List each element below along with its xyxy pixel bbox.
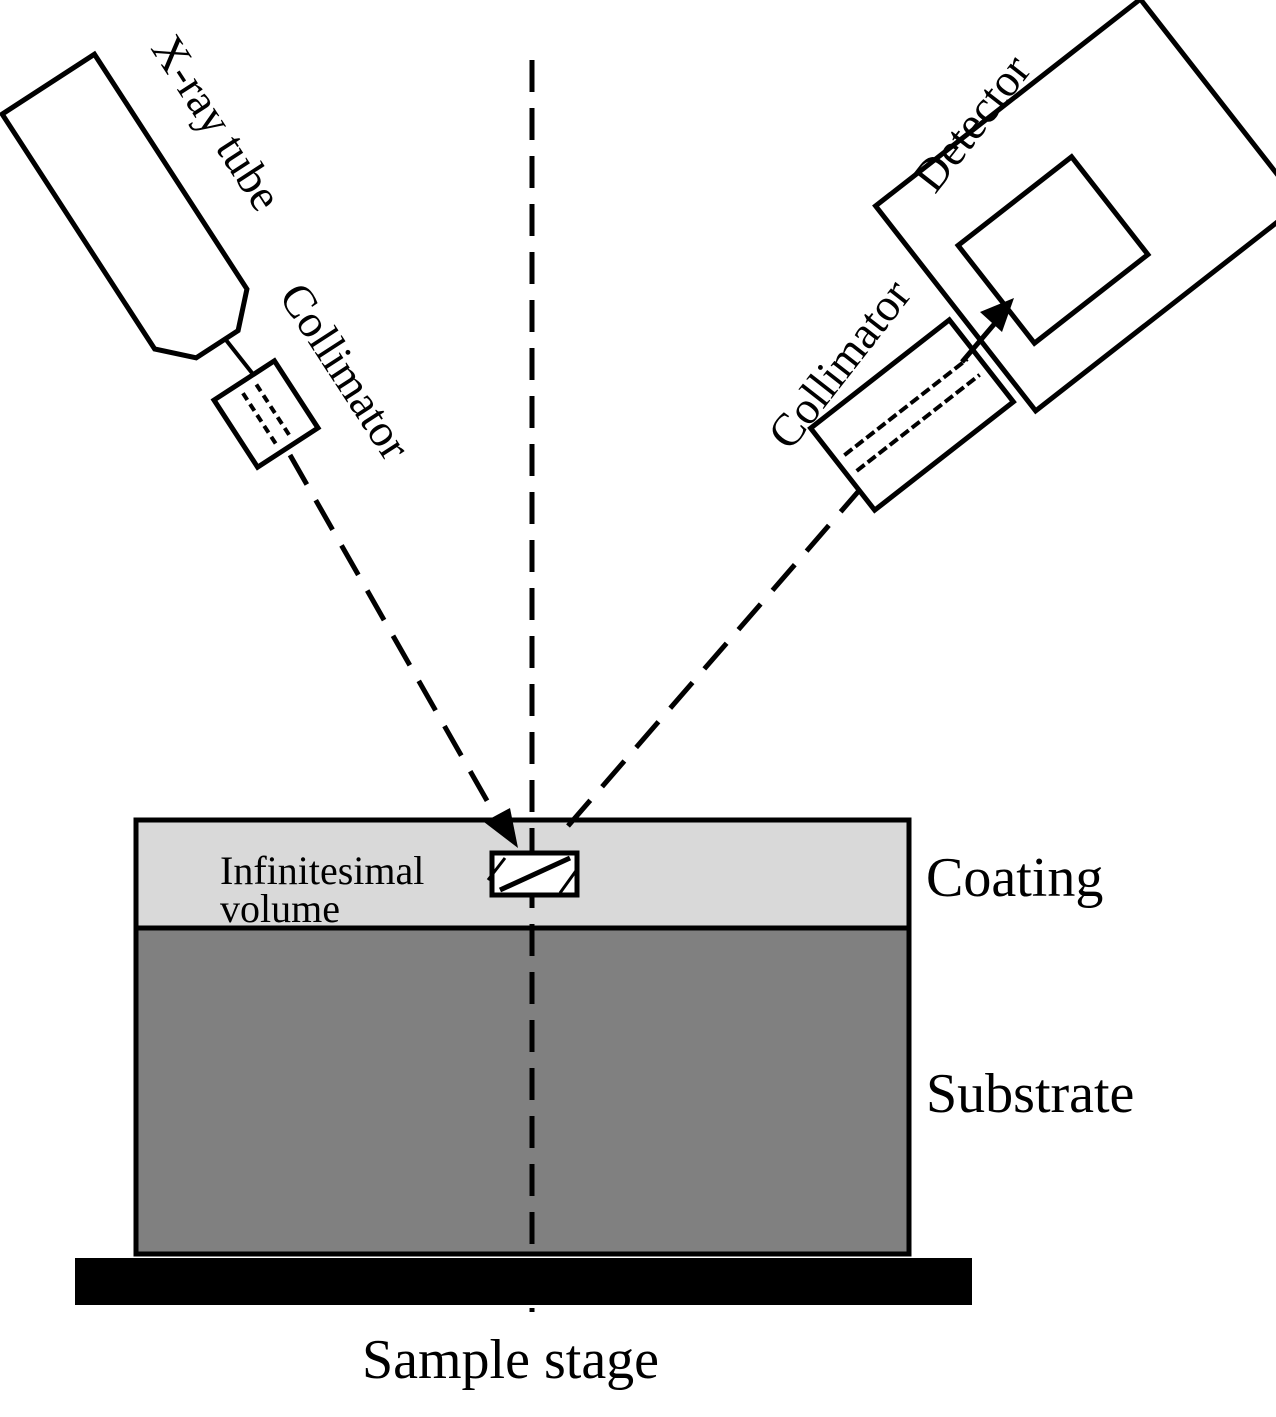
detector-collimator (807, 316, 1017, 514)
infinitesimal-volume-label-line1: Infinitesimal (220, 848, 424, 893)
detector-window (954, 153, 1152, 347)
incident-beam (287, 453, 501, 822)
detector-entry-arrow (960, 320, 998, 364)
xray-tube (0, 50, 250, 361)
tube-to-collimator-link (224, 338, 258, 380)
substrate-label: Substrate (926, 1063, 1134, 1125)
sample-stage-label: Sample stage (362, 1329, 659, 1391)
incident-beam-arrowhead (484, 808, 518, 848)
detector-entry-arrowhead (980, 298, 1014, 332)
diffracted-beam (566, 476, 872, 828)
infinitesimal-volume-hatch (498, 855, 572, 893)
source-collimator (210, 357, 322, 471)
coating-label: Coating (926, 847, 1103, 909)
infinitesimal-volume-label-line2: volume (220, 886, 340, 931)
substrate-layer (133, 925, 912, 1257)
sample-stage-plate (75, 1258, 972, 1305)
